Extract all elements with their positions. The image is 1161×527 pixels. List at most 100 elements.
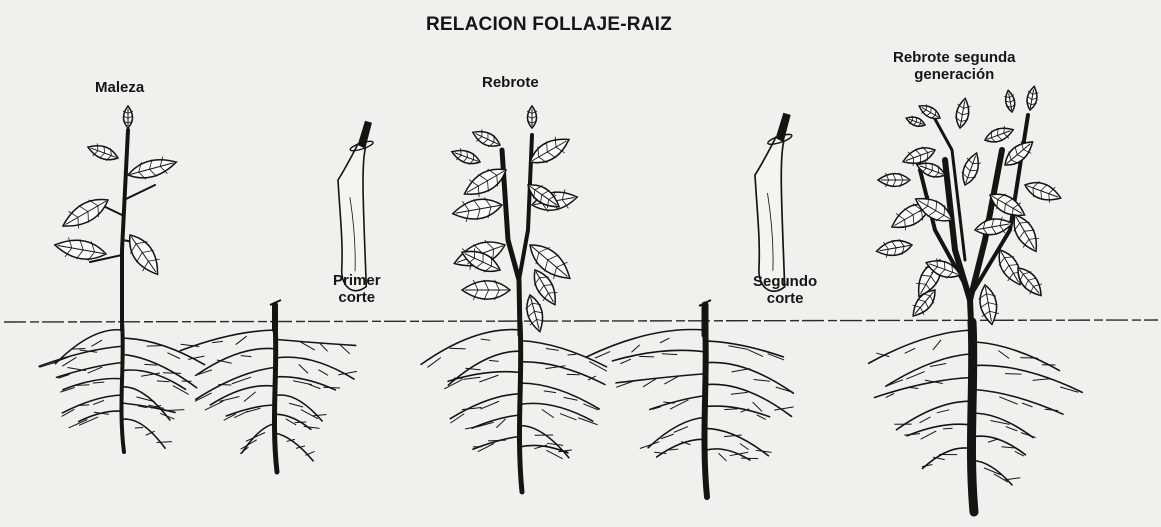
rootlet: [71, 348, 85, 349]
rootlet: [568, 354, 577, 355]
rootlet: [730, 452, 748, 455]
root-branch: [520, 426, 569, 458]
root-branch: [972, 436, 1025, 455]
rootlet: [299, 364, 308, 373]
leaf: [451, 195, 504, 224]
label-maleza: Maleza: [95, 79, 144, 96]
rootlet: [905, 348, 915, 353]
rootlet: [921, 431, 937, 439]
rootlet: [640, 442, 660, 449]
leaf: [1022, 177, 1063, 206]
root-branch: [450, 394, 520, 419]
stem: [502, 150, 520, 335]
rootlet: [620, 359, 631, 364]
rootlet: [560, 414, 577, 420]
rootlet: [92, 340, 103, 346]
leaf: [522, 293, 547, 334]
root-branch: [612, 350, 705, 361]
leaf: [450, 146, 482, 168]
rootlet: [318, 370, 328, 376]
rootlet: [308, 384, 320, 389]
rootlet: [908, 387, 919, 388]
root-branch: [869, 330, 972, 363]
leaf: [527, 106, 537, 128]
rootlet: [1022, 403, 1032, 407]
rootlet: [1045, 409, 1059, 410]
rootlet: [933, 340, 941, 350]
leaf: [1025, 85, 1040, 110]
label-rebrote2-line1: Rebrote segunda: [893, 49, 1016, 66]
stump-primer-corte: [180, 300, 357, 472]
rootlet: [69, 420, 88, 428]
taproot: [519, 322, 522, 492]
root-branch: [520, 403, 593, 421]
rootlet: [313, 415, 327, 416]
rootlet: [212, 341, 223, 342]
rootlet: [1033, 379, 1051, 381]
rootlet: [754, 380, 770, 382]
rootlet: [79, 417, 98, 425]
root-branch: [421, 330, 520, 365]
label-primer-corte-line1: Primer: [333, 272, 381, 289]
leaf: [470, 126, 503, 151]
rootlet: [135, 428, 143, 429]
rootlet: [662, 354, 677, 355]
taproot: [704, 322, 707, 497]
leaf: [875, 237, 913, 259]
label-segundo-corte-line2: corte: [753, 290, 817, 307]
rootlet: [998, 350, 1009, 358]
rootlet: [546, 348, 559, 350]
leaf: [523, 237, 577, 287]
rootlet: [669, 449, 678, 450]
rootlet: [164, 410, 184, 411]
leaf: [86, 141, 121, 164]
rootlet: [488, 440, 506, 441]
rootlet: [718, 453, 726, 461]
rootlet: [496, 419, 505, 428]
root-branch: [122, 419, 165, 448]
rootlet: [660, 338, 669, 343]
rootlet: [289, 403, 303, 407]
plant-maleza: [39, 106, 204, 452]
rootlet: [157, 381, 169, 382]
root-branch: [972, 389, 1063, 414]
root-branch: [275, 339, 356, 345]
leaf: [1003, 89, 1016, 112]
taproot: [274, 322, 277, 472]
stump-segundo-corte: [586, 300, 793, 497]
rootlet: [241, 440, 257, 449]
rootlet: [77, 405, 89, 406]
leaf: [462, 280, 510, 300]
root-branch: [275, 433, 313, 461]
rootlet: [218, 384, 231, 385]
stem: [519, 135, 532, 280]
rootlet: [465, 426, 482, 430]
rootlet: [76, 385, 89, 386]
rootlet: [732, 369, 751, 372]
stem: [122, 130, 128, 330]
rootlet: [930, 363, 946, 366]
leaf: [954, 97, 972, 129]
rootlet: [564, 397, 578, 400]
rootlet: [937, 410, 950, 413]
root-branch: [122, 354, 197, 387]
root-branch: [705, 428, 768, 455]
root-branch: [122, 403, 175, 412]
stem: [124, 185, 155, 200]
leaf: [121, 229, 166, 280]
root-branch: [210, 386, 275, 405]
rootlet: [774, 407, 793, 410]
leaf: [878, 173, 910, 187]
root-branch: [874, 378, 972, 398]
rootlet: [244, 392, 256, 402]
rootlet: [304, 426, 320, 428]
label-rebrote-segunda-generacion: Rebrote segunda generación: [893, 49, 1016, 83]
rootlet: [236, 336, 247, 344]
rootlet: [544, 391, 556, 393]
rootlet: [323, 387, 340, 388]
rootlet: [241, 356, 252, 357]
rootlet: [144, 364, 156, 365]
label-segundo-corte: Segundo corte: [753, 273, 817, 307]
plant-rebrote: [421, 106, 607, 492]
